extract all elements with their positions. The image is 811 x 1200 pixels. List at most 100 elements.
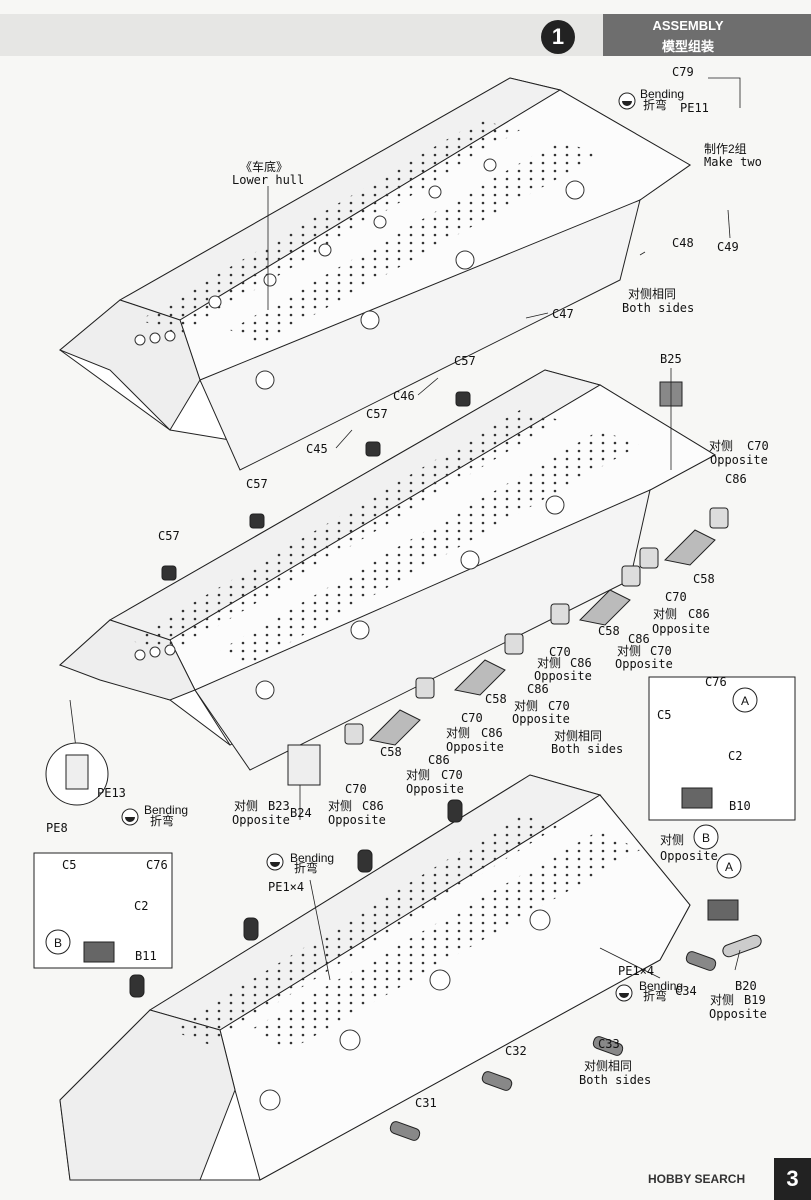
inset-a	[648, 676, 796, 821]
step-number: 1	[541, 20, 575, 54]
callout-a-letter: A	[725, 860, 733, 874]
label-c86: C86	[688, 607, 710, 621]
page-number: 3	[774, 1158, 811, 1200]
label-c2: C2	[728, 749, 742, 763]
label-c70: C70	[549, 645, 571, 659]
opposite-cn: 对侧	[660, 833, 684, 847]
bending-cn: 折弯	[643, 988, 667, 1003]
hull-bottom	[59, 774, 691, 1181]
make-two-cn: 制作2组	[704, 142, 747, 156]
opposite-en: Opposite	[232, 813, 290, 827]
callout-b-marker	[693, 824, 719, 850]
watermark: HOBBY SEARCH	[648, 1172, 746, 1186]
label-pe11: PE11	[680, 101, 709, 115]
label-c70: C70	[548, 699, 570, 713]
label-c76: C76	[705, 675, 727, 689]
label-c5: C5	[657, 708, 671, 722]
bending-cn: 折弯	[150, 813, 174, 828]
label-c70: C70	[441, 768, 463, 782]
opposite-en: Opposite	[615, 657, 673, 671]
part-pe13	[65, 754, 89, 790]
bending-icon	[618, 92, 636, 110]
label-pe1x4: PE1×4	[618, 964, 654, 978]
label-c70: C70	[747, 439, 769, 453]
label-c57: C57	[246, 477, 268, 491]
label-b20: B20	[735, 979, 757, 993]
label-pe13: PE13	[97, 786, 126, 800]
callout-b-letter: B	[702, 831, 710, 845]
bending-cn: 折弯	[643, 97, 667, 112]
opposite-cn: 对侧	[617, 644, 641, 658]
label-c57: C57	[454, 354, 476, 368]
label-c33: C33	[598, 1037, 620, 1051]
part-c31-c34	[389, 934, 762, 1141]
label-pe8: PE8	[46, 821, 68, 835]
part-b10	[681, 787, 713, 809]
header-banner: ASSEMBLY 模型组装	[603, 14, 811, 56]
label-c2: C2	[134, 899, 148, 913]
label-c86: C86	[527, 682, 549, 696]
opposite-en: Opposite	[534, 669, 592, 683]
leader-lines	[69, 77, 741, 981]
inset-b-letter: B	[54, 936, 62, 950]
label-c70: C70	[461, 711, 483, 725]
inset-a-letter: A	[741, 694, 749, 708]
hull-top	[59, 77, 691, 471]
label-c70: C70	[345, 782, 367, 796]
part-c57-set	[161, 391, 471, 581]
label-c48: C48	[672, 236, 694, 250]
lower-hull-en: Lower hull	[232, 173, 304, 187]
opposite-cn: 对侧	[406, 768, 430, 782]
part-b11	[83, 941, 115, 963]
inset-b-marker	[45, 929, 71, 955]
header-band	[0, 14, 603, 56]
hull-middle	[59, 369, 717, 771]
label-c58: C58	[693, 572, 715, 586]
label-c86: C86	[725, 472, 747, 486]
part-b24	[287, 744, 321, 786]
opposite-cn: 对侧	[709, 439, 733, 453]
part-c58-set	[368, 529, 716, 746]
label-c46: C46	[393, 389, 415, 403]
inset-a-marker	[732, 687, 758, 713]
label-c45: C45	[306, 442, 328, 456]
both-sides-cn: 对侧相同	[628, 287, 676, 301]
both-sides-cn: 对侧相同	[584, 1059, 632, 1073]
parts	[129, 381, 762, 1141]
label-c70: C70	[665, 590, 687, 604]
label-c76: C76	[146, 858, 168, 872]
label-c58: C58	[380, 745, 402, 759]
label-b25: B25	[660, 352, 682, 366]
opposite-cn: 对侧	[328, 799, 352, 813]
bending-en: Bending	[639, 979, 683, 993]
both-sides-en: Both sides	[622, 301, 694, 315]
part-c70-set	[344, 507, 729, 745]
label-b10: B10	[729, 799, 751, 813]
label-c32: C32	[505, 1044, 527, 1058]
label-c57: C57	[366, 407, 388, 421]
opposite-en: Opposite	[660, 849, 718, 863]
opposite-en: Opposite	[446, 740, 504, 754]
bending-icon	[266, 853, 284, 871]
header-title-cn: 模型组装	[661, 40, 714, 55]
opposite-en: Opposite	[652, 622, 710, 636]
header-title-en: ASSEMBLY	[652, 18, 724, 33]
label-c5: C5	[62, 858, 76, 872]
make-two-en: Make two	[704, 155, 762, 169]
bending-icon	[121, 808, 139, 826]
label-b19: B19	[744, 993, 766, 1007]
label-c34: C34	[675, 984, 697, 998]
label-c86: C86	[362, 799, 384, 813]
callout-a-marker	[716, 853, 742, 879]
opposite-cn: 对侧	[537, 656, 561, 670]
label-b11: B11	[135, 949, 157, 963]
opposite-cn: 对侧	[234, 799, 258, 813]
opposite-en: Opposite	[406, 782, 464, 796]
opposite-cn: 对侧	[514, 699, 538, 713]
bending-en: Bending	[290, 851, 334, 865]
opposite-cn: 对侧	[653, 607, 677, 621]
label-b23: B23	[268, 799, 290, 813]
opposite-en: Opposite	[710, 453, 768, 467]
label-c86: C86	[570, 656, 592, 670]
